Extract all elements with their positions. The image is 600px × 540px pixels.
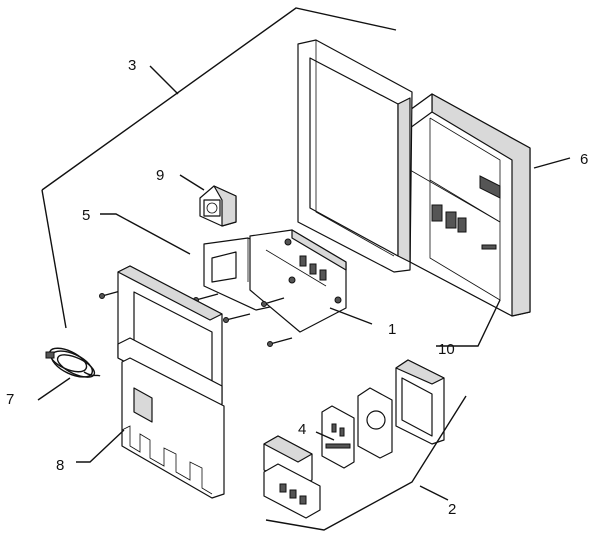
callout-1: 1 [388, 321, 396, 338]
callout-labels: 1 2 3 4 5 6 7 8 9 10 [6, 57, 588, 518]
terminal-board [321, 405, 355, 469]
callout-5: 5 [82, 207, 90, 224]
enclosure-box [409, 93, 531, 317]
leader-lines [37, 7, 571, 531]
plate-with-hole [357, 387, 393, 459]
circuit-board [249, 229, 347, 333]
coiled-cable [45, 347, 101, 378]
enclosure-small [395, 359, 445, 445]
speaker-bracket [199, 185, 237, 227]
callout-8: 8 [56, 457, 64, 474]
callout-2: 2 [448, 501, 456, 518]
relay-blocks [263, 435, 321, 519]
enclosure-door [297, 39, 413, 273]
callout-9: 9 [156, 167, 164, 184]
callout-10: 10 [438, 341, 455, 358]
callout-7: 7 [6, 391, 14, 408]
callout-4: 4 [298, 421, 306, 438]
callout-3: 3 [128, 57, 136, 74]
front-panel-upper [117, 265, 223, 409]
callout-6: 6 [580, 151, 588, 168]
front-panel-lower [121, 357, 225, 499]
